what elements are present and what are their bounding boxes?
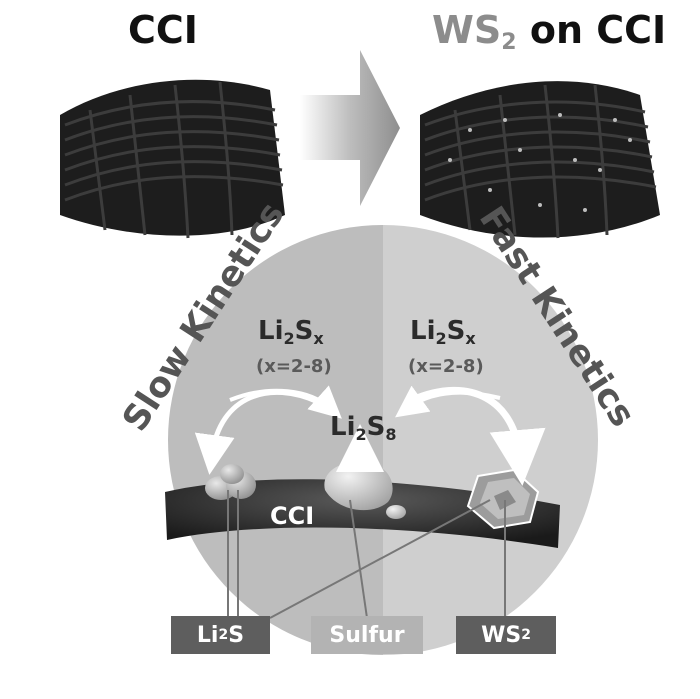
ws2-cci-fabric-image	[420, 81, 660, 239]
formula-sub: 8	[385, 425, 397, 444]
polysulfide-left-formula: Li2Sx	[258, 316, 324, 348]
formula-s: S	[366, 412, 386, 442]
polysulfide-right-formula: Li2Sx	[410, 316, 476, 348]
formula-sub: 2	[435, 329, 447, 348]
formula-li: Li	[258, 316, 284, 346]
title-ws-subscript: 2	[501, 30, 517, 55]
arrow-right-curve-back	[395, 385, 501, 418]
formula-s: S	[294, 316, 314, 346]
sulfur-deposit	[324, 461, 406, 519]
title-suffix: on CCI	[516, 8, 667, 52]
arrow-left-curve-back	[229, 385, 342, 419]
formula-sub: x	[465, 329, 476, 348]
cci-fabric-image	[60, 79, 285, 239]
fiber-label: CCI	[270, 502, 315, 530]
condition-right: (x=2-8)	[408, 356, 484, 377]
arrow-right-curve	[410, 386, 546, 486]
legend-li2s-base: Li	[196, 622, 219, 648]
arrow-left-curve	[194, 389, 320, 475]
title-ws-prefix: WS	[432, 8, 502, 52]
formula-s: S	[446, 316, 466, 346]
formula-sub: x	[313, 329, 324, 348]
legend-ws2-sub: 2	[521, 627, 531, 643]
legend-sulfur: Sulfur	[311, 616, 423, 654]
center-formula: Li2S8	[330, 412, 397, 444]
legend-pointer-lines	[227, 490, 506, 619]
legend-li2s-suffix: S	[228, 622, 245, 648]
transition-arrow	[300, 50, 400, 206]
formula-sub: 2	[355, 425, 367, 444]
formula-li: Li	[330, 412, 356, 442]
formula-li: Li	[410, 316, 436, 346]
title-cci: CCI	[128, 8, 198, 52]
title-ws2-on-cci: WS2 on CCI	[432, 8, 666, 55]
legend-li2s-sub: 2	[218, 627, 229, 643]
carbon-fiber-rod	[165, 479, 560, 548]
formula-sub: 2	[283, 329, 295, 348]
legend-ws2-base: WS	[481, 622, 522, 648]
condition-left: (x=2-8)	[256, 356, 332, 377]
